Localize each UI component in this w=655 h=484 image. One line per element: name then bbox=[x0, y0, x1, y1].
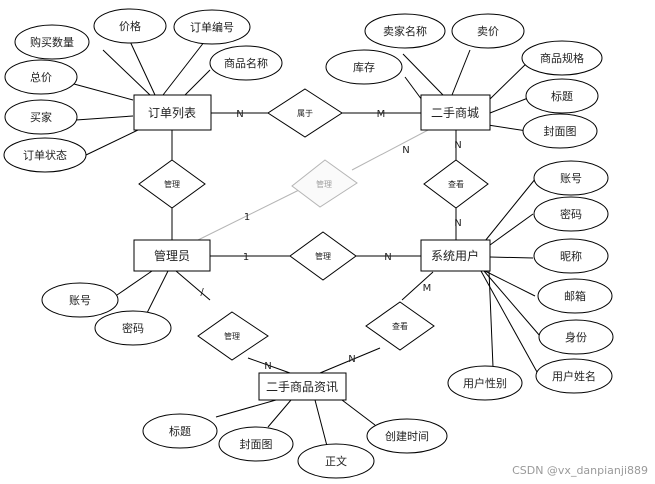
attribute-user-realname: 用户姓名 bbox=[535, 358, 613, 394]
attribute-mall-stock: 库存 bbox=[325, 49, 403, 85]
entities: 订单列表 二手商城 管理员 系统用户 二手商品资讯 bbox=[133, 94, 491, 401]
attribute-order-buyer: 买家 bbox=[4, 99, 78, 135]
attribute-news-title: 标题 bbox=[142, 413, 218, 449]
relationship-admin-user-manage: 管理 bbox=[289, 231, 357, 281]
attribute-order-status: 订单状态 bbox=[3, 137, 87, 173]
svg-text:正文: 正文 bbox=[325, 454, 347, 468]
attribute-news-body: 正文 bbox=[297, 443, 375, 479]
faded-connector bbox=[197, 128, 431, 241]
svg-text:密码: 密码 bbox=[560, 207, 582, 221]
card-user-news-m: M bbox=[423, 283, 432, 294]
svg-text:管理: 管理 bbox=[315, 251, 331, 261]
svg-text:卖价: 卖价 bbox=[477, 25, 499, 38]
card-news-user-n: N bbox=[348, 354, 355, 365]
svg-text:系统用户: 系统用户 bbox=[431, 248, 479, 263]
relationship-admin-news-manage: 管理 bbox=[197, 311, 269, 361]
attribute-mall-cover: 封面图 bbox=[522, 113, 598, 149]
card-admin-news-slash: / bbox=[200, 287, 204, 298]
card-mall-shu-m: M bbox=[377, 109, 386, 120]
svg-text:二手商城: 二手商城 bbox=[431, 105, 479, 120]
svg-text:管理员: 管理员 bbox=[154, 248, 190, 263]
relationship-belongs-to: 属于 bbox=[267, 88, 343, 138]
relationship-connectors bbox=[171, 112, 457, 374]
svg-text:密码: 密码 bbox=[122, 321, 144, 335]
card-mall-faded-n: N bbox=[402, 145, 409, 156]
attribute-connectors bbox=[73, 36, 541, 447]
svg-text:二手商品资讯: 二手商品资讯 bbox=[266, 379, 338, 394]
svg-text:卖家名称: 卖家名称 bbox=[383, 24, 427, 38]
svg-text:管理: 管理 bbox=[224, 331, 240, 341]
attribute-news-cover: 封面图 bbox=[218, 426, 294, 462]
attribute-order-number: 订单编号 bbox=[173, 9, 251, 45]
svg-text:买家: 买家 bbox=[30, 110, 52, 124]
relationship-admin-mall-manage-faded: 管理 bbox=[291, 159, 358, 208]
svg-text:昵称: 昵称 bbox=[560, 249, 582, 263]
attribute-mall-title: 标题 bbox=[525, 78, 599, 114]
svg-text:用户姓名: 用户姓名 bbox=[552, 369, 596, 383]
attribute-admin-account: 账号 bbox=[41, 282, 119, 318]
entity-second-hand-mall: 二手商城 bbox=[420, 94, 491, 131]
svg-text:查看: 查看 bbox=[392, 321, 408, 331]
svg-text:标题: 标题 bbox=[169, 424, 191, 438]
svg-text:购买数量: 购买数量 bbox=[30, 35, 74, 49]
svg-text:价格: 价格 bbox=[119, 19, 141, 33]
svg-text:订单列表: 订单列表 bbox=[148, 106, 196, 120]
svg-text:订单编号: 订单编号 bbox=[190, 20, 234, 34]
relationship-user-mall-view: 查看 bbox=[423, 159, 489, 209]
attribute-admin-password: 密码 bbox=[94, 310, 172, 346]
entity-order-list: 订单列表 bbox=[133, 94, 212, 131]
attributes: 购买数量 价格 订单编号 商品名称 总价 买家 订单状态 卖家名称 bbox=[3, 8, 614, 479]
svg-text:商品规格: 商品规格 bbox=[540, 51, 584, 65]
attribute-user-password: 密码 bbox=[533, 196, 609, 232]
svg-text:身份: 身份 bbox=[565, 330, 587, 344]
attribute-user-account: 账号 bbox=[533, 160, 609, 196]
relationship-order-admin-manage: 管理 bbox=[138, 159, 206, 209]
svg-text:订单状态: 订单状态 bbox=[23, 148, 67, 162]
card-admin-user-1: 1 bbox=[243, 252, 249, 263]
attribute-user-gender: 用户性别 bbox=[447, 365, 523, 401]
entity-system-user: 系统用户 bbox=[420, 239, 491, 272]
card-mall-view-n: N bbox=[454, 140, 461, 151]
svg-text:创建时间: 创建时间 bbox=[385, 429, 429, 443]
svg-text:封面图: 封面图 bbox=[544, 124, 577, 138]
svg-text:账号: 账号 bbox=[560, 172, 582, 185]
attribute-order-product-name: 商品名称 bbox=[209, 45, 283, 81]
svg-text:管理: 管理 bbox=[164, 179, 180, 189]
entity-admin: 管理员 bbox=[133, 239, 211, 272]
relationship-user-news-view: 查看 bbox=[365, 301, 435, 351]
cardinality-labels: N M 1 N 1 N N N / N M N bbox=[200, 109, 461, 372]
svg-text:总价: 总价 bbox=[30, 70, 52, 84]
card-user-view-mall-n: N bbox=[454, 218, 461, 229]
svg-text:商品名称: 商品名称 bbox=[224, 56, 268, 70]
attribute-user-email: 邮箱 bbox=[537, 278, 613, 314]
svg-text:标题: 标题 bbox=[551, 89, 573, 103]
attribute-order-total: 总价 bbox=[4, 59, 78, 95]
svg-text:邮箱: 邮箱 bbox=[564, 289, 586, 303]
attribute-user-role: 身份 bbox=[538, 319, 614, 355]
entity-second-hand-news: 二手商品资讯 bbox=[258, 372, 347, 401]
attribute-order-price: 价格 bbox=[93, 8, 167, 44]
attribute-news-created-time: 创建时间 bbox=[366, 418, 448, 454]
attribute-user-nickname: 昵称 bbox=[533, 238, 609, 274]
relationships: 属于 管理 管理 管理 查看 管理 查看 bbox=[138, 88, 489, 361]
card-user-admin-n: N bbox=[384, 252, 391, 263]
svg-text:账号: 账号 bbox=[69, 294, 91, 307]
attribute-mall-spec: 商品规格 bbox=[521, 40, 603, 76]
svg-text:属于: 属于 bbox=[297, 109, 313, 118]
card-admin-faded-1: 1 bbox=[244, 212, 250, 223]
card-news-admin-n: N bbox=[264, 361, 271, 372]
svg-text:查看: 查看 bbox=[448, 179, 464, 189]
svg-text:用户性别: 用户性别 bbox=[463, 376, 507, 390]
svg-text:管理: 管理 bbox=[316, 179, 332, 189]
attribute-mall-seller-name: 卖家名称 bbox=[364, 13, 446, 49]
svg-text:封面图: 封面图 bbox=[240, 437, 273, 451]
attribute-mall-sale-price: 卖价 bbox=[451, 13, 525, 49]
svg-text:库存: 库存 bbox=[353, 60, 375, 74]
card-order-shu-n: N bbox=[236, 109, 243, 120]
attribute-order-quantity: 购买数量 bbox=[14, 24, 90, 60]
watermark-text: CSDN @vx_danpianji889 bbox=[512, 464, 648, 477]
